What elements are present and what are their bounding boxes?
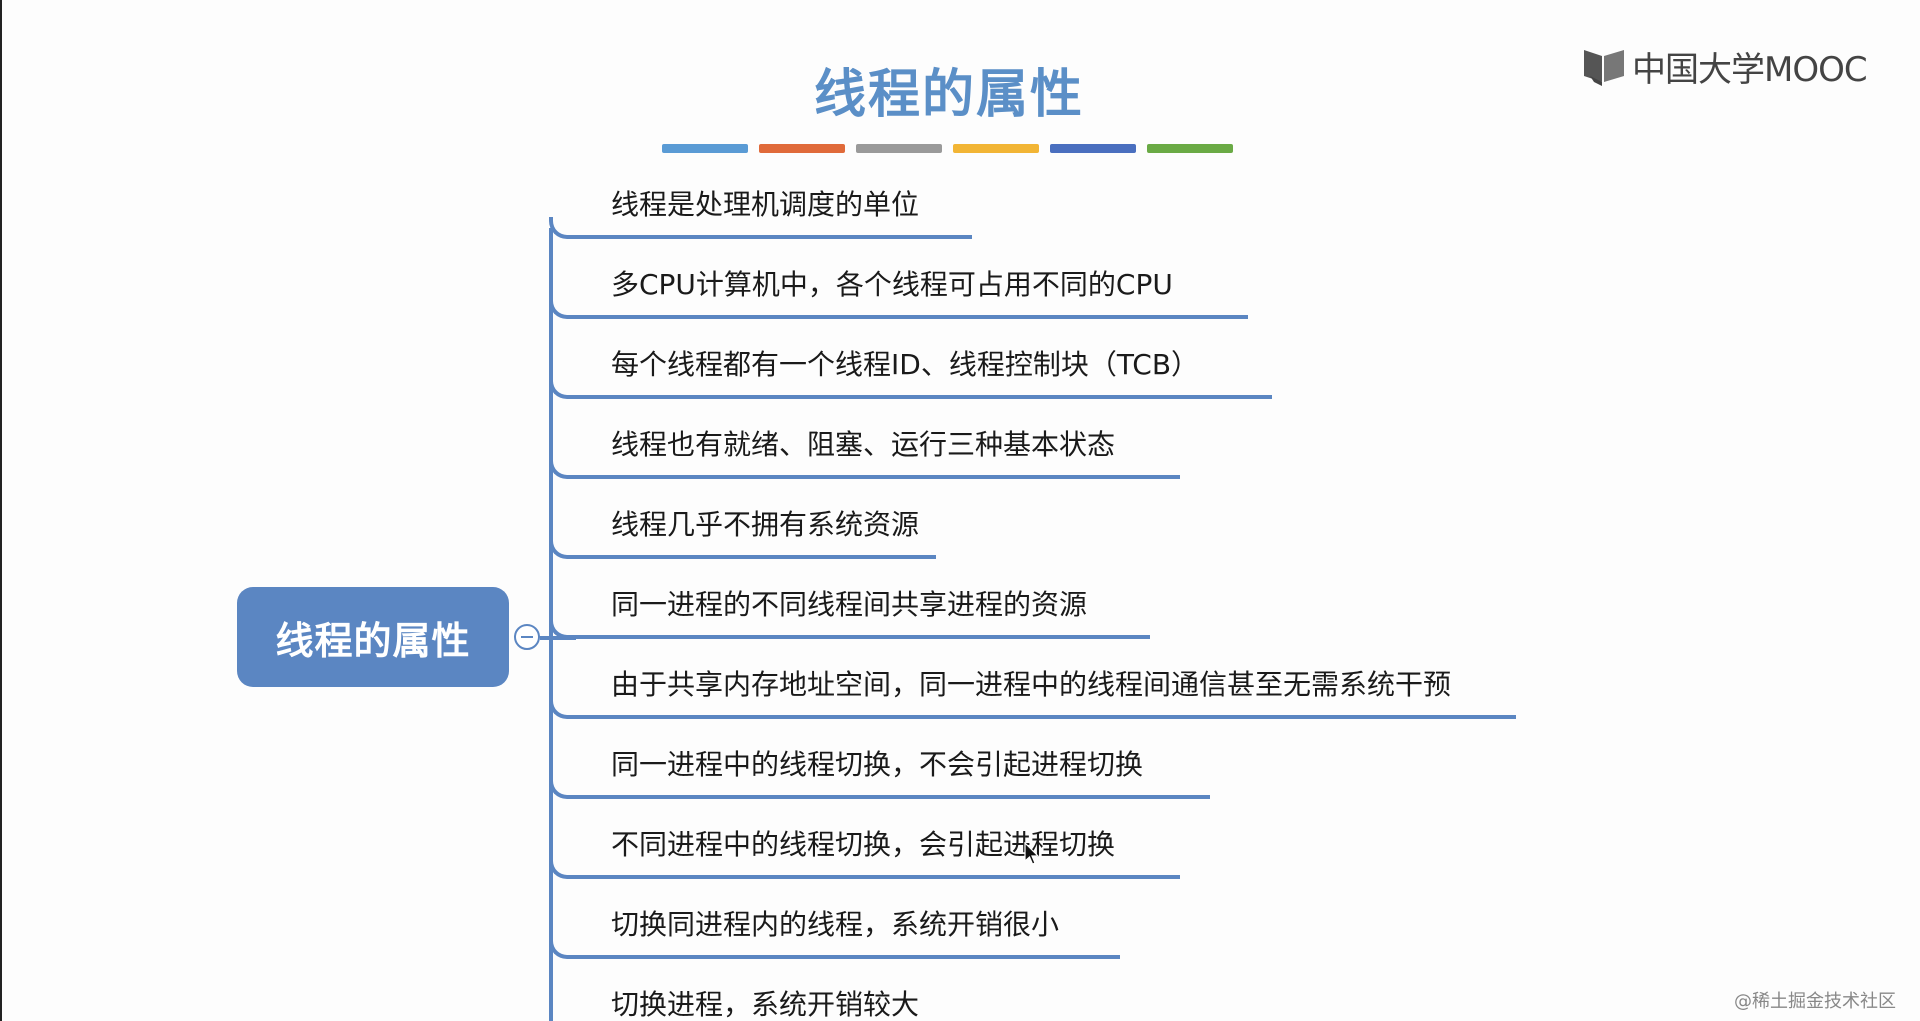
branch-underline — [571, 795, 1210, 799]
mindmap-item-label[interactable]: 切换进程，系统开销较大 — [611, 988, 920, 1021]
accent-bar-4 — [953, 144, 1039, 153]
slide-title: 线程的属性 — [813, 65, 1084, 125]
branch-curve — [549, 537, 573, 559]
book-logo-icon — [1580, 46, 1630, 86]
accent-bar-1 — [662, 144, 748, 153]
branch-underline — [571, 635, 1150, 639]
accent-bar-2 — [759, 144, 845, 153]
mindmap-item-label[interactable]: 多CPU计算机中，各个线程可占用不同的CPU — [611, 268, 1173, 301]
branch-curve — [549, 777, 573, 799]
branch-curve — [549, 217, 573, 239]
minus-icon — [521, 635, 533, 639]
mooc-logo: 中国大学MOOC — [1580, 46, 1868, 90]
mindmap-item-label[interactable]: 线程是处理机调度的单位 — [611, 188, 920, 221]
watermark-text: @稀土掘金技术社区 — [1734, 991, 1896, 1012]
collapse-toggle-button[interactable] — [514, 624, 540, 650]
branch-curve — [549, 297, 573, 319]
mindmap-item-label[interactable]: 线程几乎不拥有系统资源 — [611, 508, 920, 541]
branch-underline — [571, 715, 1516, 719]
branch-underline — [571, 955, 1120, 959]
branch-curve — [549, 857, 573, 879]
branch-underline — [571, 875, 1180, 879]
branch-curve — [549, 617, 573, 639]
branch-curve — [549, 457, 573, 479]
branch-curve — [549, 697, 573, 719]
mindmap-item-label[interactable]: 切换同进程内的线程，系统开销很小 — [611, 908, 1060, 941]
branch-curve — [549, 1017, 573, 1021]
mindmap-item-label[interactable]: 每个线程都有一个线程ID、线程控制块（TCB） — [611, 348, 1200, 381]
mindmap-item-label[interactable]: 由于共享内存地址空间，同一进程中的线程间通信甚至无需系统干预 — [611, 668, 1452, 701]
branch-underline — [571, 315, 1248, 319]
branch-underline — [571, 555, 936, 559]
window-edge — [0, 0, 2, 1021]
branch-underline — [571, 395, 1272, 399]
logo-text: 中国大学MOOC — [1632, 49, 1868, 90]
mindmap-root-node[interactable]: 线程的属性 — [237, 587, 509, 687]
branch-underline — [571, 235, 972, 239]
mindmap-item-label[interactable]: 同一进程中的线程切换，不会引起进程切换 — [611, 748, 1144, 781]
mindmap-item-label[interactable]: 同一进程的不同线程间共享进程的资源 — [611, 588, 1088, 621]
root-connector — [540, 636, 576, 640]
branch-underline — [571, 475, 1180, 479]
accent-bar-3 — [856, 144, 942, 153]
accent-bar-6 — [1147, 144, 1233, 153]
branch-curve — [549, 377, 573, 399]
accent-bar-5 — [1050, 144, 1136, 153]
branch-curve — [549, 937, 573, 959]
mindmap-item-label[interactable]: 线程也有就绪、阻塞、运行三种基本状态 — [611, 428, 1116, 461]
